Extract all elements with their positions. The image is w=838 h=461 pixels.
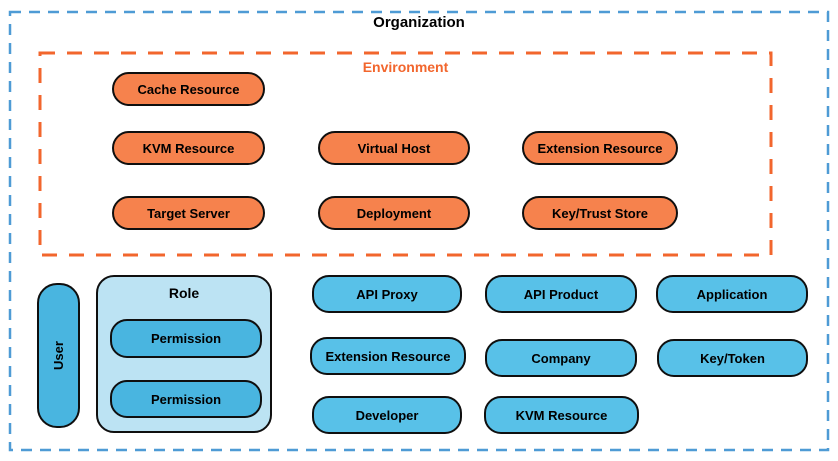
node-target-server: Target Server [112, 196, 265, 230]
node-key-trust-store: Key/Trust Store [522, 196, 678, 230]
node-virtual-host: Virtual Host [318, 131, 470, 165]
node-key-token: Key/Token [657, 339, 808, 377]
node-extension-resource-env: Extension Resource [522, 131, 678, 165]
node-company: Company [485, 339, 637, 377]
node-api-proxy: API Proxy [312, 275, 462, 313]
node-deployment: Deployment [318, 196, 470, 230]
node-developer: Developer [312, 396, 462, 434]
environment-boundary [38, 51, 773, 257]
organization-label: Organization [373, 14, 465, 31]
node-api-product: API Product [485, 275, 637, 313]
node-cache-resource: Cache Resource [112, 72, 265, 106]
node-role-container: Role Permission Permission [96, 275, 272, 433]
node-application: Application [656, 275, 808, 313]
environment-label: Environment [362, 59, 449, 75]
node-user: User [37, 283, 80, 428]
node-extension-resource-org: Extension Resource [310, 337, 466, 375]
node-permission-1: Permission [110, 319, 262, 358]
node-kvm-resource-env: KVM Resource [112, 131, 265, 165]
node-permission-2: Permission [110, 380, 262, 418]
role-label: Role [168, 285, 200, 301]
organization-boundary [8, 10, 830, 452]
node-kvm-resource-org: KVM Resource [484, 396, 639, 434]
user-label: User [50, 341, 66, 370]
